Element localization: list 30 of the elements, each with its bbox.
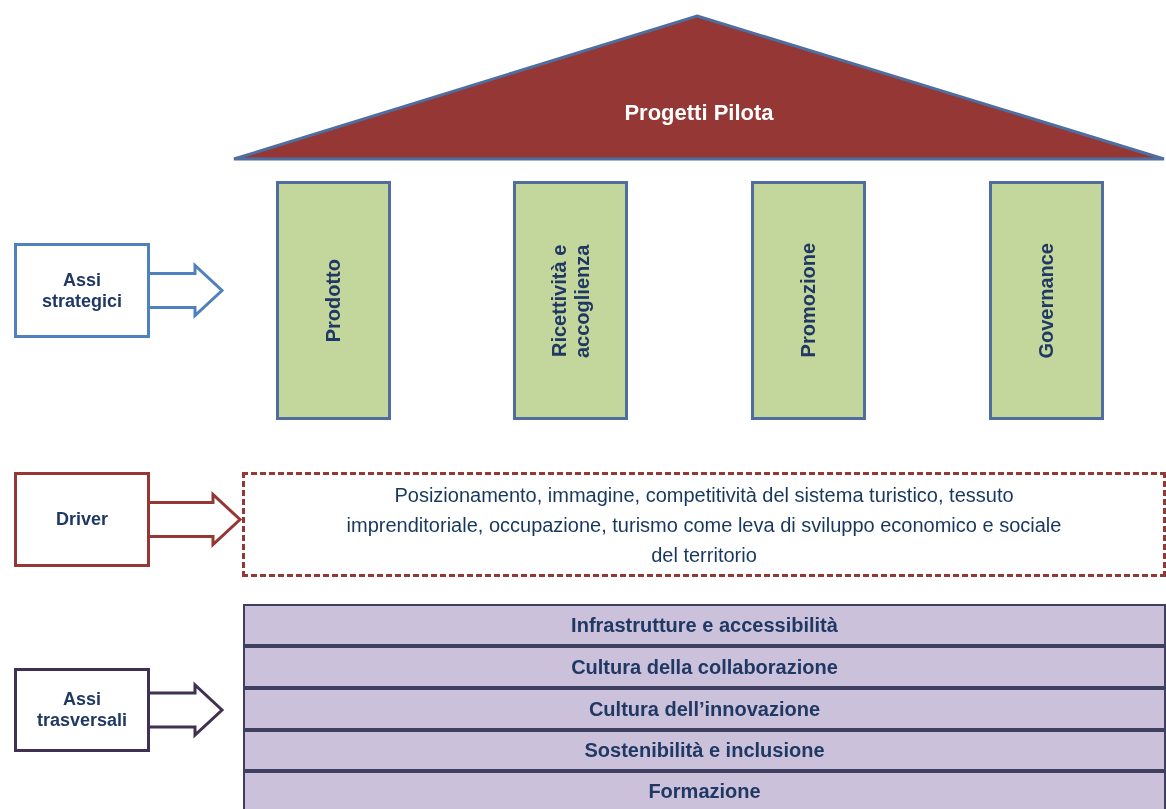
category-box	[14, 668, 150, 752]
pillar-label: Promozione	[797, 243, 820, 358]
block-arrow	[148, 491, 243, 548]
layer-band	[243, 771, 1166, 809]
pillar-label: Governance	[1035, 242, 1058, 359]
category-label: Driver	[55, 509, 109, 530]
layer-band	[243, 646, 1166, 688]
category-box	[14, 472, 150, 567]
driver-text: Posizionamento, immagine, competitività del sistema turistico, tessuto imprenditoriale, occupazione, turismo come leva di sviluppo economico e sociale del territorio	[345, 482, 1063, 568]
band-label: Formazione	[648, 779, 761, 803]
pillar-box	[751, 181, 866, 420]
layer-band	[243, 730, 1166, 771]
layer-band	[243, 688, 1166, 730]
layer-band	[243, 604, 1166, 646]
pillar-label: Ricettività e accoglienza	[547, 242, 594, 360]
roof-title: Progetti Pilota	[624, 99, 774, 126]
pillar-box	[989, 181, 1104, 420]
category-label: Assi strategici	[40, 269, 123, 312]
category-label: Assi trasversali	[35, 689, 129, 731]
band-label: Cultura dell’innovazione	[588, 697, 821, 721]
driver-box	[242, 472, 1166, 577]
pillar-box	[276, 181, 391, 420]
block-arrow	[148, 681, 225, 739]
pillar-box	[513, 181, 628, 420]
band-label: Infrastrutture e accessibilità	[571, 613, 838, 637]
band-label: Cultura della collaborazione	[571, 655, 838, 679]
pillar-label: Prodotto	[322, 258, 345, 343]
band-label: Sostenibilità e inclusione	[584, 739, 825, 762]
block-arrow	[148, 262, 225, 319]
category-box	[14, 243, 150, 338]
